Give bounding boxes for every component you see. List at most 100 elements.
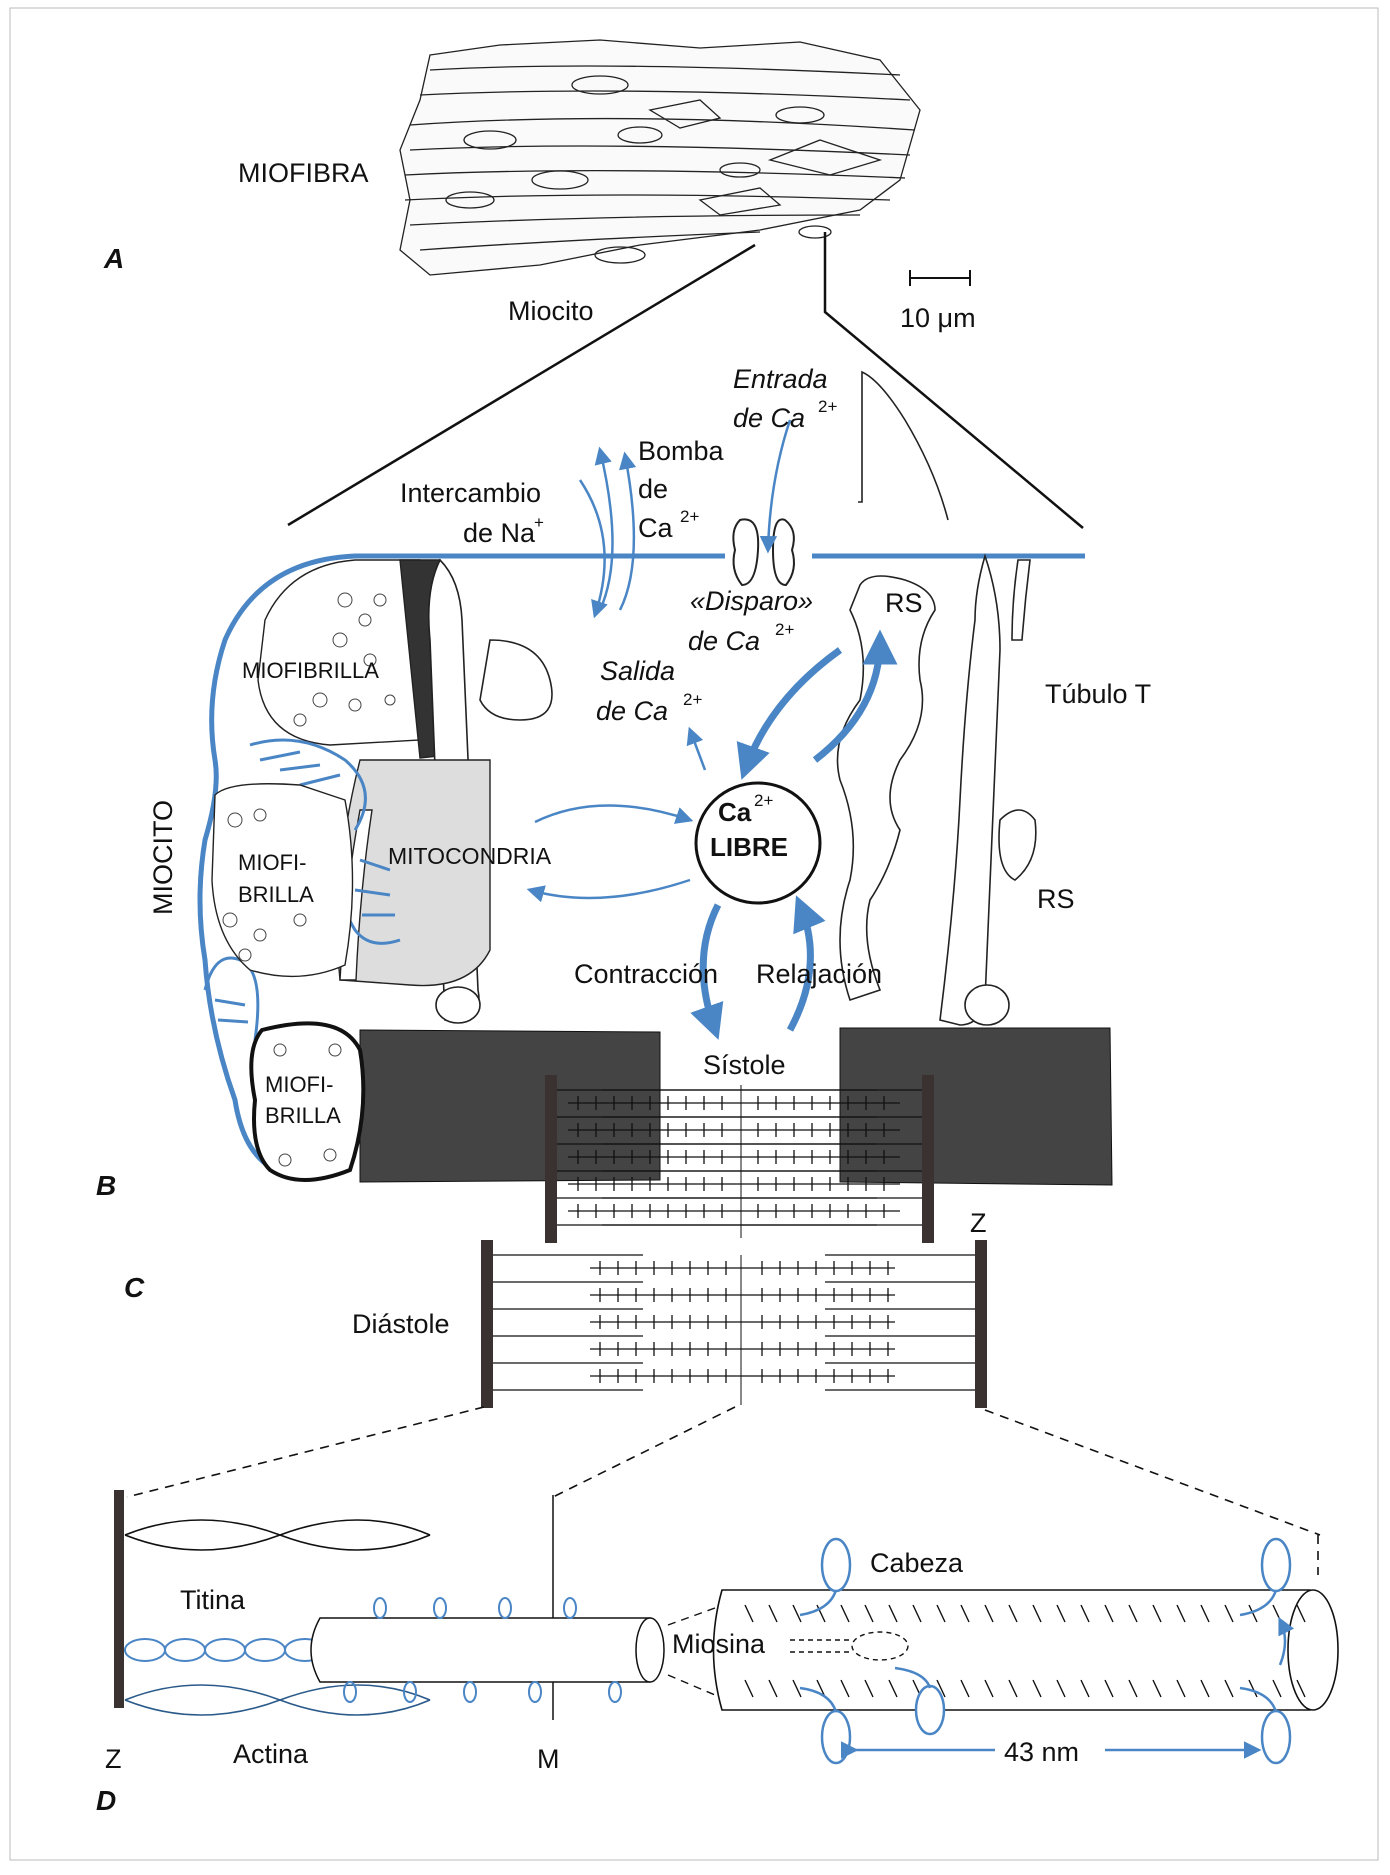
distance-label-bg: [995, 1735, 1105, 1765]
label-bomba-3: Ca: [638, 513, 673, 543]
myosin-tick: [792, 1604, 802, 1623]
calcium-flow-arrows: [526, 419, 898, 1040]
myosin-tick: [936, 1604, 946, 1623]
myosin-tick: [1128, 1604, 1138, 1623]
myosin-tick: [1056, 1604, 1066, 1623]
panel-letter-a: A: [103, 243, 124, 274]
myosin-tick: [1200, 1604, 1210, 1623]
action-potential-trace: [858, 370, 949, 521]
myosin-tick: [984, 1604, 994, 1623]
myosin-tick: [1176, 1604, 1186, 1623]
label-rs-right: RS: [1037, 884, 1075, 914]
actin-filament-bottom: [124, 1684, 431, 1716]
myosin-tick: [840, 1679, 850, 1698]
z-disc-systole-right: [922, 1075, 934, 1243]
label-disparo-2: de Ca: [688, 626, 760, 656]
myofiber-bundle: [399, 39, 921, 276]
myosin-tick: [864, 1679, 874, 1698]
label-miosina: Miosina: [672, 1629, 766, 1659]
label-miofibrilla-1: MIOFIBRILLA: [242, 658, 379, 683]
myosin-head: [528, 1681, 542, 1703]
label-43nm: 43 nm: [1004, 1737, 1079, 1767]
myosin-tick: [792, 1679, 802, 1698]
myosin-head: [373, 1597, 387, 1619]
myosin-tick: [1056, 1679, 1066, 1698]
myosin-tick: [960, 1679, 970, 1698]
panel-letter-b: B: [96, 1170, 116, 1201]
z-disc-diastole-right: [975, 1240, 987, 1408]
myosin-tick: [888, 1679, 898, 1698]
myosin-tick: [1008, 1604, 1018, 1623]
label-tubulo-t: Túbulo T: [1045, 679, 1151, 709]
sarcomere-diastole: [481, 1240, 987, 1408]
label-actina: Actina: [233, 1739, 309, 1769]
label-disparo-sup: 2+: [775, 620, 794, 639]
label-entrada-1: Entrada: [733, 364, 828, 394]
z-disc-systole-left: [545, 1075, 557, 1243]
label-ca-free-2: LIBRE: [710, 832, 788, 862]
titin-bead: [204, 1638, 246, 1662]
myosin-tick: [1008, 1679, 1018, 1698]
sarcolemma: [197, 553, 1085, 1178]
label-miofibra: MIOFIBRA: [238, 158, 369, 188]
myosin-tick: [1296, 1604, 1306, 1623]
t-tubule-right: [939, 553, 1031, 1026]
titin-bead: [124, 1638, 166, 1662]
calcium-channel: [732, 518, 795, 587]
label-entrada-sup: 2+: [818, 397, 837, 416]
label-mitocondria: MITOCONDRIA: [388, 843, 552, 869]
label-intercambio-2: de Na: [463, 518, 536, 548]
myosin-tick: [816, 1604, 826, 1623]
myosin-tick: [1200, 1679, 1210, 1698]
myosin-tick: [1032, 1679, 1042, 1698]
titin-bead: [244, 1638, 286, 1662]
myosin-tick: [1104, 1679, 1114, 1698]
myosin-heads-small: [343, 1597, 622, 1703]
myosin-tick: [888, 1604, 898, 1623]
label-sistole: Sístole: [703, 1050, 786, 1080]
label-rs-top: RS: [885, 588, 923, 618]
scale-label: 10 μm: [900, 303, 976, 333]
myofibril-right: [839, 1027, 1113, 1186]
panel-letter-d: D: [96, 1785, 116, 1816]
myosin-tick: [1104, 1604, 1114, 1623]
panel-letter-c: C: [124, 1272, 145, 1303]
label-intercambio-sup: +: [534, 513, 544, 532]
myosin-head: [463, 1681, 477, 1703]
myosin-tick: [1152, 1679, 1162, 1698]
myosin-tick: [768, 1679, 778, 1698]
label-salida-1: Salida: [600, 656, 675, 686]
myosin-tick: [936, 1679, 946, 1698]
label-miofibrilla-3a: MIOFI-: [265, 1072, 333, 1097]
actin-filament-top: [124, 1519, 431, 1551]
panel-c: Diástole Z C: [124, 1075, 1321, 1575]
zoom-lines-c-d: [126, 1406, 1321, 1575]
myosin-tick: [984, 1679, 994, 1698]
panel-d: 43 nm Cabeza Miosina Titina Actina Z M D: [96, 1490, 1339, 1816]
z-disc-d: [114, 1490, 124, 1708]
myosin-tick: [816, 1679, 826, 1698]
label-salida-2: de Ca: [596, 696, 668, 726]
myofibril-2: [211, 783, 354, 978]
myosin-tick: [864, 1604, 874, 1623]
label-miocito-vertical: MIOCITO: [148, 800, 178, 915]
thick-filament-small: [310, 1617, 665, 1683]
thick-filament-large: [712, 1589, 1339, 1711]
label-ca-free-1: Ca: [718, 797, 752, 827]
myosin-tick: [1128, 1679, 1138, 1698]
label-z-c: Z: [970, 1208, 987, 1238]
label-relajacion: Relajación: [756, 959, 882, 989]
label-contraccion: Contracción: [574, 959, 718, 989]
label-bomba-sup: 2+: [680, 507, 699, 526]
zoom-lines-myosin: [667, 1607, 716, 1696]
label-diastole: Diástole: [352, 1309, 450, 1339]
panel-a: MIOFIBRA Miocito 10 μm A: [103, 39, 1084, 529]
sarcomere-systole: [545, 1075, 934, 1243]
myosin-dashed-detail: [790, 1631, 909, 1661]
myosin-tick: [1080, 1604, 1090, 1623]
zoom-line-left: [287, 243, 756, 527]
myosin-head: [343, 1681, 357, 1703]
label-miofibrilla-2a: MIOFI-: [238, 850, 306, 875]
myosin-head: [433, 1597, 447, 1619]
